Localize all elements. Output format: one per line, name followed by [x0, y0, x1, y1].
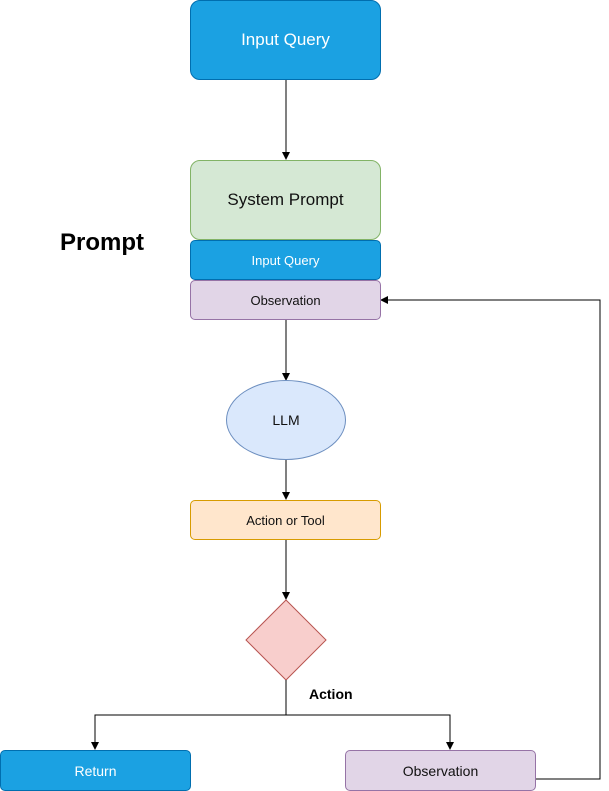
prompt-input-query-label: Input Query	[251, 252, 320, 268]
llm-label: LLM	[272, 412, 300, 428]
edge-decision-to-observation	[286, 714, 454, 750]
action-or-tool-label: Action or Tool	[246, 512, 325, 528]
system-prompt-label: System Prompt	[227, 190, 344, 209]
observation-branch-node: Observation	[345, 750, 536, 791]
prompt-observation-label: Observation	[250, 292, 321, 308]
input-query-node-label: Input Query	[241, 30, 330, 49]
input-query-node: Input Query	[190, 0, 381, 80]
action-or-tool-node: Action or Tool	[190, 500, 381, 540]
edge-feedback-loop	[380, 296, 601, 780]
action-label: Action	[309, 686, 353, 702]
llm-node: LLM	[226, 380, 346, 460]
system-prompt-node: System Prompt	[190, 160, 381, 240]
observation-branch-label: Observation	[402, 762, 479, 779]
decision-diamond	[245, 599, 327, 681]
prompt-title: Prompt	[60, 229, 144, 256]
return-node: Return	[0, 750, 191, 791]
prompt-input-query-node: Input Query	[190, 240, 381, 280]
prompt-observation-node: Observation	[190, 280, 381, 320]
edge-decision-to-return	[91, 680, 287, 750]
return-label: Return	[74, 762, 117, 779]
